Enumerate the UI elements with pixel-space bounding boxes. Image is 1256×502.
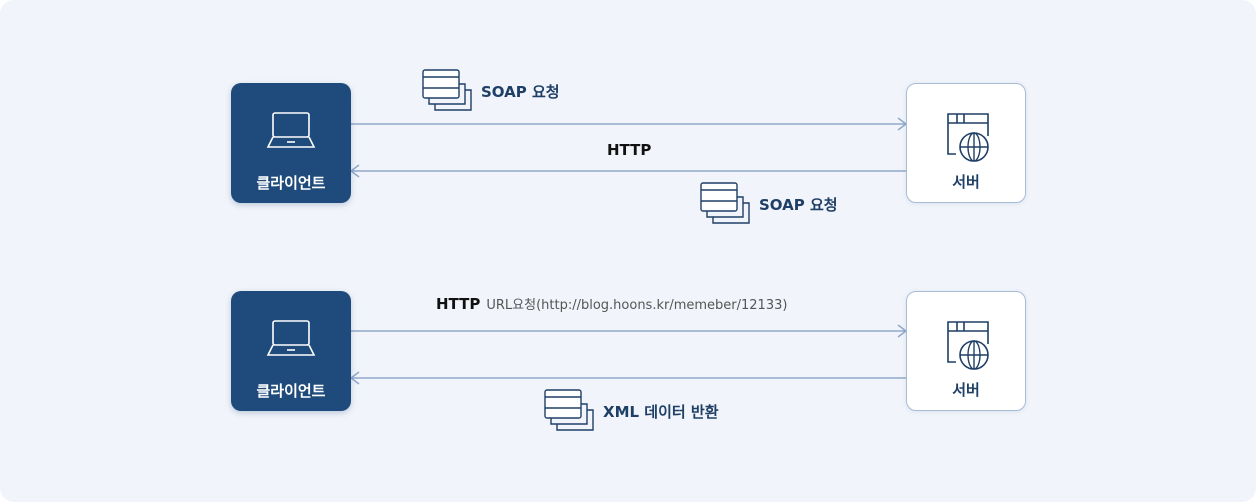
web-server-icon	[907, 110, 1025, 166]
client-label: 클라이언트	[256, 174, 326, 192]
url-request-label: URL요청(http://blog.hoons.kr/memeber/12133…	[486, 298, 788, 313]
response-arrow-2	[349, 371, 906, 385]
response-message-1: SOAP 요청	[699, 181, 838, 229]
request-arrow-2	[351, 324, 908, 338]
document-stack-icon	[421, 68, 473, 116]
response-message-2: XML 데이터 반환	[543, 388, 719, 436]
server-label: 서버	[952, 381, 980, 399]
laptop-icon	[231, 319, 351, 363]
response-arrow-1	[349, 164, 906, 178]
server-node: 서버	[906, 83, 1026, 203]
protocol-label-2: HTTP URL요청(http://blog.hoons.kr/memeber/1…	[436, 294, 787, 313]
document-stack-icon	[699, 181, 751, 229]
server-label: 서버	[952, 173, 980, 191]
request-arrow-1	[351, 117, 908, 131]
response-message-label: XML 데이터 반환	[603, 402, 719, 421]
client-node: 클라이언트	[231, 83, 351, 203]
response-message-label: SOAP 요청	[759, 195, 838, 214]
request-message-label: SOAP 요청	[481, 82, 560, 101]
client-node: 클라이언트	[231, 291, 351, 411]
protocol-name: HTTP	[436, 295, 481, 313]
client-label: 클라이언트	[256, 382, 326, 400]
server-node: 서버	[906, 291, 1026, 411]
laptop-icon	[231, 111, 351, 155]
web-server-icon	[907, 318, 1025, 374]
document-stack-icon	[543, 388, 595, 436]
protocol-label-1: HTTP	[607, 141, 652, 159]
request-message-1: SOAP 요청	[421, 68, 560, 116]
